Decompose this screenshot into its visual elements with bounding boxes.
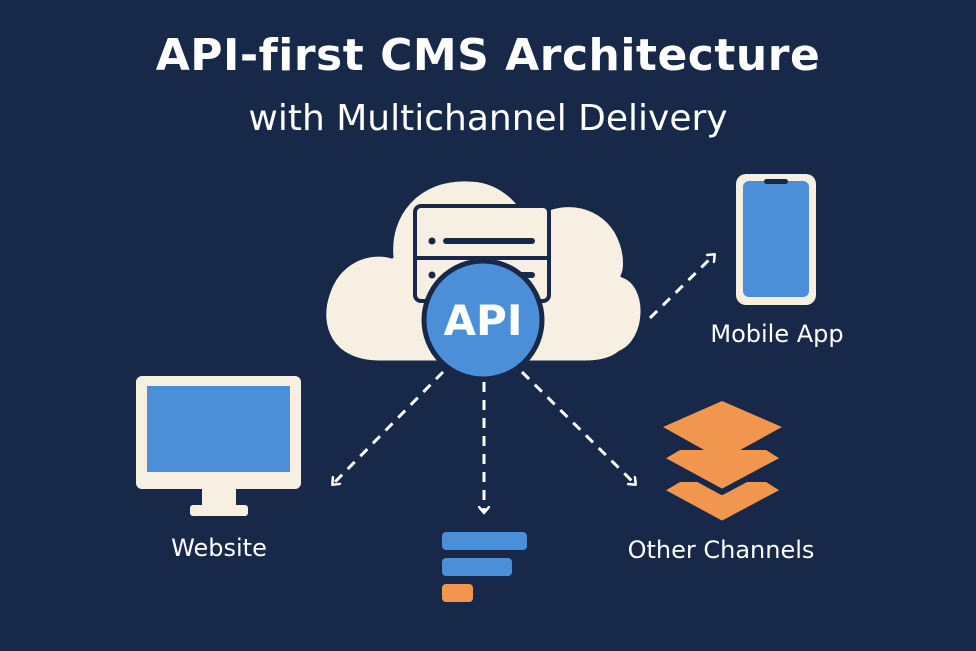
connector-arrows [333,255,714,512]
monitor-icon [136,376,301,516]
mobile-app-label: Mobile App [710,320,843,348]
page-title: API-first CMS Architecture [155,30,821,81]
cloud-server-icon: API [323,178,644,382]
layers-stack-icon [661,401,784,527]
arrow-to-website [333,370,445,484]
arrow-to-mobile [648,255,714,320]
api-badge: API [421,258,545,382]
other-channels-label: Other Channels [628,536,815,564]
api-label: API [444,296,523,345]
arrow-to-other-channels [520,370,635,484]
page-subtitle: with Multichannel Delivery [248,98,728,139]
bars-icon [442,532,527,602]
website-label: Website [171,534,267,562]
smartphone-icon [736,174,816,305]
